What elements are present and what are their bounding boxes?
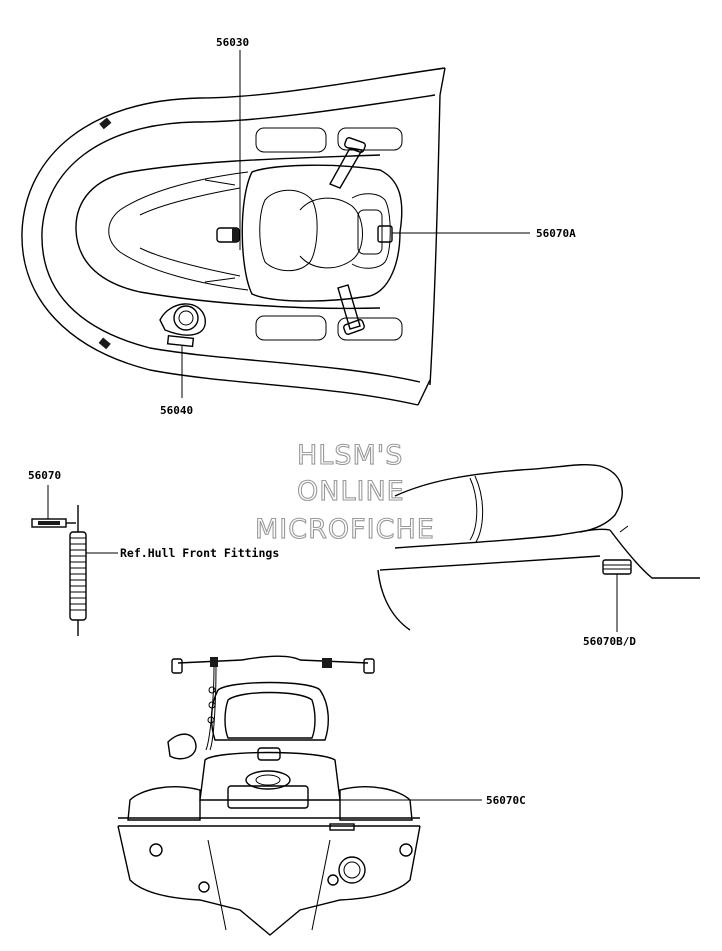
top-view-deck: [21, 67, 446, 406]
label-56070: 56070: [28, 469, 61, 482]
label-56070A: 56070A: [536, 227, 576, 240]
spring-cable-part: [31, 505, 87, 636]
watermark-line-3: MICROFICHE: [255, 514, 435, 545]
rear-view: [117, 655, 421, 936]
label-56070BD: 56070B/D: [583, 635, 636, 648]
label-56070C: 56070C: [486, 794, 526, 807]
watermark: HLSM'S ONLINE MICROFICHE: [254, 439, 435, 545]
label-56030: 56030: [216, 36, 249, 49]
label-56040: 56040: [160, 404, 193, 417]
watermark-line-1: HLSM'S: [297, 440, 403, 471]
side-view-seat: [377, 463, 700, 631]
label-ref-hull-front-fittings: Ref.Hull Front Fittings: [120, 546, 279, 560]
watermark-line-2: ONLINE: [297, 476, 405, 507]
